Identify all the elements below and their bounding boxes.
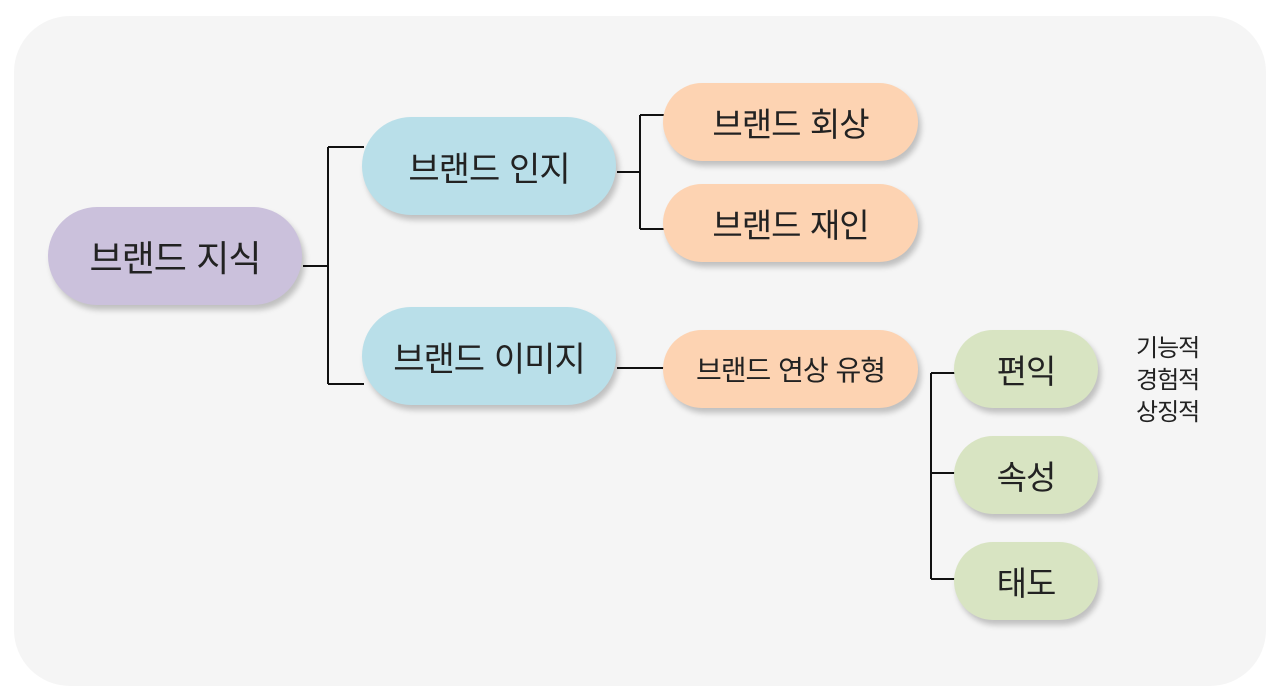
note-experiential: 경험적 <box>1136 366 1200 394</box>
node-attribute: 속성 <box>954 436 1098 514</box>
node-brand-recall: 브랜드 회상 <box>663 83 918 161</box>
node-attitude: 태도 <box>954 542 1098 620</box>
benefit-types-note: 기능적 경험적 상징적 <box>1136 332 1200 428</box>
node-benefit: 편익 <box>954 330 1098 408</box>
node-brand-association-types: 브랜드 연상 유형 <box>663 330 918 408</box>
note-symbolic: 상징적 <box>1136 398 1200 426</box>
node-brand-knowledge: 브랜드 지식 <box>48 207 302 305</box>
note-functional: 기능적 <box>1136 334 1200 362</box>
node-brand-recognition: 브랜드 재인 <box>663 184 918 262</box>
node-brand-awareness: 브랜드 인지 <box>362 117 616 215</box>
node-brand-image: 브랜드 이미지 <box>362 307 616 405</box>
